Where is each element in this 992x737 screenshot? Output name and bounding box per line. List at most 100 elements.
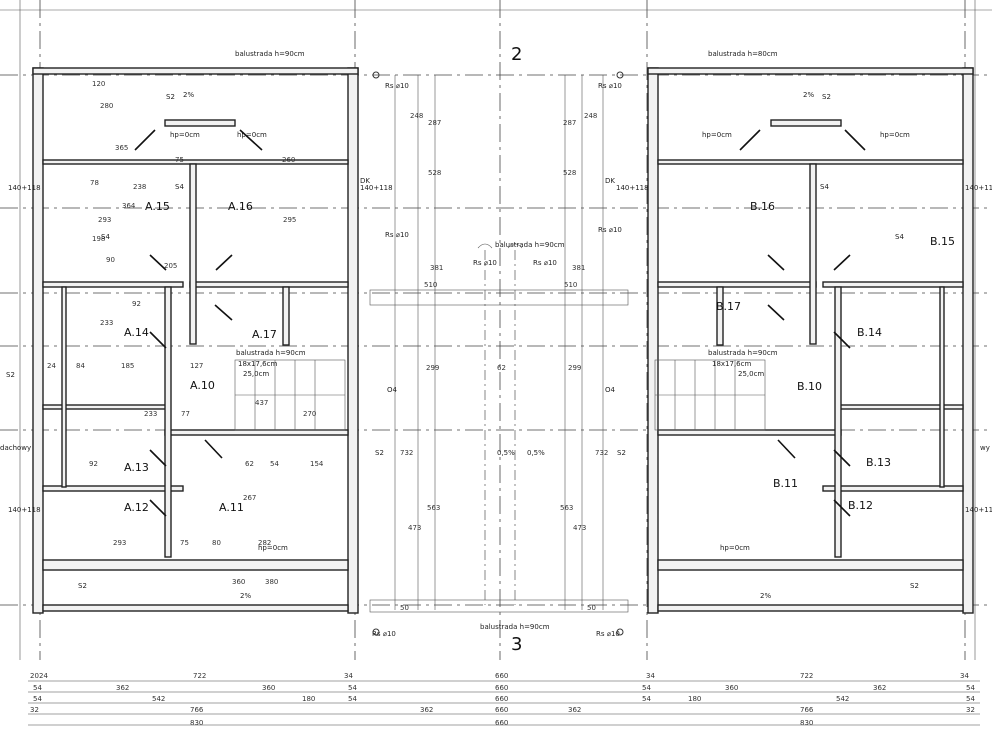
svg-text:362: 362 [568,706,581,714]
svg-text:198: 198 [92,235,105,243]
rs-note: Rs ⌀10 [598,82,622,90]
slope-note: 0,5% [527,449,545,457]
room-label: B.14 [857,326,882,339]
svg-text:510: 510 [424,281,437,289]
label-wy: wy [980,444,990,452]
svg-text:282: 282 [258,539,271,547]
dimension-lines [0,0,992,660]
svg-text:54: 54 [966,684,975,692]
room-label: B.12 [848,499,873,512]
label-s4: S4 [101,233,110,241]
svg-text:54: 54 [348,695,357,703]
balustrade-note: balustrada h=90cm [480,623,550,631]
rs-note: Rs ⌀10 [596,630,620,638]
svg-text:563: 563 [560,504,573,512]
svg-text:32: 32 [30,706,39,714]
slope-note: 2% [183,91,194,99]
svg-text:830: 830 [800,719,813,727]
svg-text:92: 92 [132,300,141,308]
svg-text:233: 233 [100,319,113,327]
svg-text:54: 54 [642,695,651,703]
svg-text:381: 381 [572,264,585,272]
window-note: O4 [605,386,616,394]
svg-text:364: 364 [122,202,136,210]
svg-text:84: 84 [76,362,85,370]
svg-text:75: 75 [180,539,189,547]
svg-text:75: 75 [175,156,184,164]
label-s2: S2 [6,371,15,379]
svg-text:62: 62 [245,460,254,468]
svg-text:660: 660 [495,695,508,703]
bottom-dimension-chains: 20 24 722 34 660 34 722 34 54 362 360 54… [28,672,980,727]
room-label: B.16 [750,200,775,213]
room-label: B.10 [797,380,822,393]
balustrade-note: balustrada h=90cm [495,241,565,249]
hp-note: hp=0cm [170,131,200,139]
stairs-a [234,359,346,431]
hp-note: hp=0cm [702,131,732,139]
hp-note: hp=0cm [880,131,910,139]
svg-text:362: 362 [873,684,886,692]
svg-text:32: 32 [966,706,975,714]
label-s2: S2 [617,449,626,457]
svg-text:120: 120 [92,80,105,88]
room-label: A.10 [190,379,215,392]
svg-text:20: 20 [30,672,39,680]
svg-text:127: 127 [190,362,203,370]
svg-text:660: 660 [495,719,508,727]
hp-note: hp=0cm [720,544,750,552]
svg-text:437: 437 [255,399,268,407]
svg-text:54: 54 [642,684,651,692]
svg-text:238: 238 [133,183,146,191]
room-label: A.17 [252,328,277,341]
stairs-note: 18x17,6cm [712,360,751,368]
svg-text:180: 180 [302,695,315,703]
svg-text:50: 50 [587,604,596,612]
svg-text:510: 510 [564,281,577,289]
label-s2: S2 [166,93,175,101]
rs-note: Rs ⌀10 [372,630,396,638]
svg-text:54: 54 [270,460,279,468]
unit-b-walls [647,67,974,614]
room-label: B.11 [773,477,798,490]
room-labels: A.15 A.16 A.17 A.14 A.10 A.13 A.12 A.11 … [124,200,955,514]
svg-text:360: 360 [262,684,275,692]
hp-note: hp=0cm [258,544,288,552]
svg-text:280: 280 [100,102,113,110]
svg-text:54: 54 [348,684,357,692]
balustrade-note: balustrada h=90cm [235,50,305,58]
axis-label-top: 2 [511,44,522,65]
svg-text:542: 542 [152,695,165,703]
room-label: A.11 [219,501,244,514]
svg-text:660: 660 [495,706,508,714]
label-s4: S4 [175,183,184,191]
svg-text:830: 830 [190,719,203,727]
svg-text:766: 766 [190,706,204,714]
balustrade-note: balustrada h=80cm [708,50,778,58]
stairs-note: 25,0cm [243,370,269,378]
svg-text:528: 528 [563,169,576,177]
svg-text:80: 80 [212,539,221,547]
door-note: 140+118 [8,506,41,514]
stairs-note: 18x17,6cm [238,360,277,368]
rs-note: Rs ⌀10 [385,231,409,239]
svg-text:299: 299 [568,364,581,372]
svg-text:293: 293 [98,216,111,224]
door-note: 140+118 [616,184,649,192]
svg-text:180: 180 [688,695,701,703]
label-s4: S4 [895,233,904,241]
rs-note: Rs ⌀10 [598,226,622,234]
svg-text:24: 24 [39,672,48,680]
hp-note: hp=0cm [237,131,267,139]
svg-text:50: 50 [400,604,409,612]
label-s2: S2 [78,582,87,590]
svg-text:722: 722 [800,672,813,680]
annotations: balustrada h=90cm balustrada h=80cm balu… [0,50,992,638]
balustrade-note: balustrada h=90cm [708,349,778,357]
door-swings [134,129,866,517]
svg-text:732: 732 [400,449,413,457]
label-s2: S2 [910,582,919,590]
room-label: B.17 [716,300,741,313]
label-s2: S2 [375,449,384,457]
